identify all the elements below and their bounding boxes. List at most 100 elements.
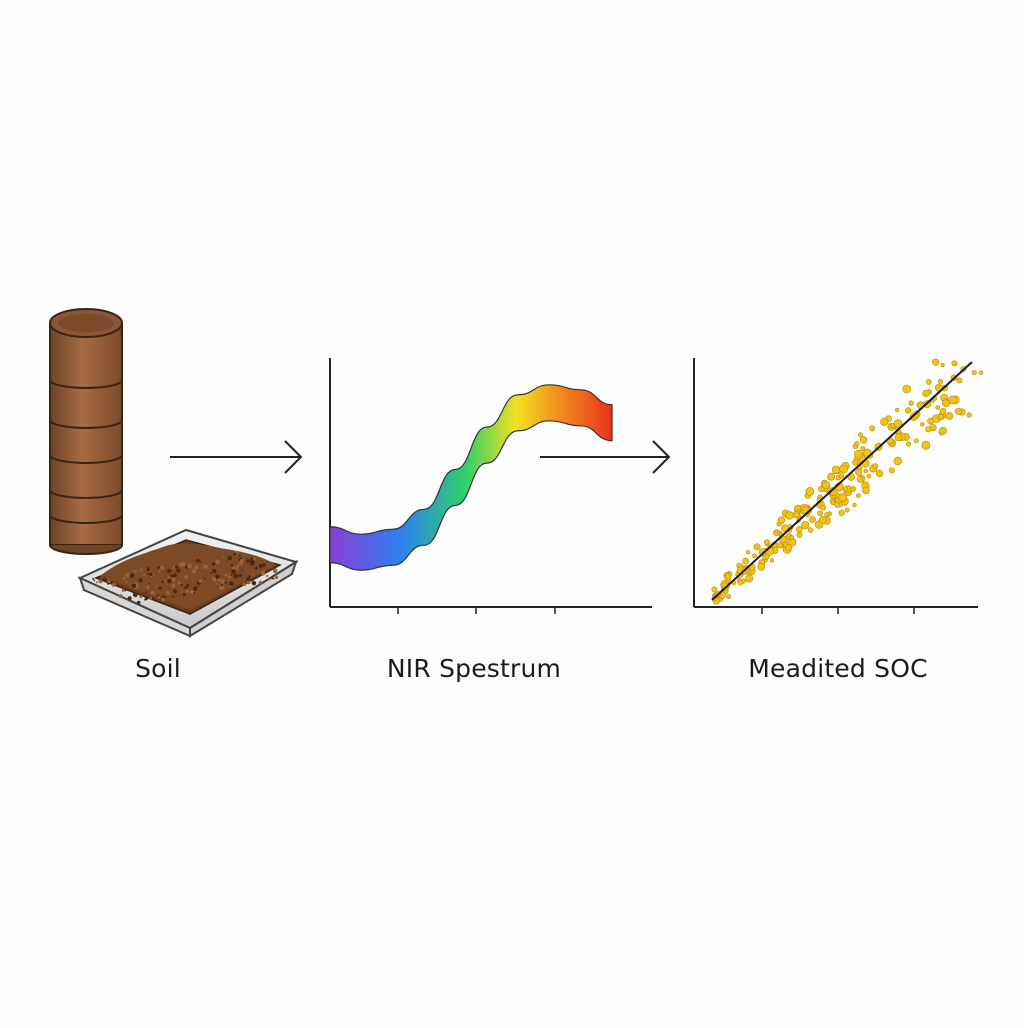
scatter-point: [905, 407, 912, 414]
scatter-point: [935, 405, 941, 410]
soil-crumb: [221, 556, 224, 558]
scatter-point: [742, 557, 749, 565]
soil-crumb: [203, 564, 208, 569]
soil-crumb: [146, 567, 150, 572]
scatter-point: [971, 370, 977, 376]
soil-crumb: [125, 573, 130, 578]
soil-crumb: [146, 585, 150, 589]
soil-crumb: [157, 595, 161, 599]
scatter-point: [820, 505, 826, 511]
scatter-point: [908, 400, 914, 406]
soil-crumb: [124, 589, 127, 592]
scatter-point: [939, 407, 947, 415]
soil-crumb: [258, 564, 263, 568]
scatter-point: [842, 486, 849, 493]
soil-crumb: [227, 575, 232, 579]
soil-crumb: [238, 573, 242, 578]
scatter-point: [792, 511, 800, 519]
scatter-point: [951, 360, 958, 367]
soil-crumb: [167, 568, 172, 574]
soil-crumb: [212, 577, 217, 582]
scatter-point: [852, 502, 857, 508]
soil-crumb: [122, 577, 126, 580]
soil-crumb: [239, 558, 244, 563]
scatter-point: [894, 407, 900, 413]
scatter-point: [939, 426, 947, 435]
scatter-point: [737, 580, 743, 586]
soil-crumb: [199, 561, 202, 563]
soil-crumb: [221, 584, 224, 587]
soil-crumb: [195, 585, 198, 588]
spectrum-band: [329, 384, 613, 571]
scatter-point: [838, 509, 845, 516]
soil-crumb: [132, 592, 137, 597]
scatter-point: [880, 417, 889, 427]
scatter-point: [925, 379, 932, 385]
soil-crumb: [166, 590, 170, 595]
scatter-point: [875, 469, 884, 478]
soil-crumb: [169, 574, 173, 578]
scatter-point: [966, 412, 972, 418]
scatter-point: [978, 370, 984, 375]
scatter-point: [817, 510, 823, 517]
scatter-point: [752, 553, 757, 559]
scatter-point: [920, 422, 925, 427]
soil-crumb: [186, 583, 190, 587]
label-soil: Soil: [135, 654, 181, 683]
scatter-point: [807, 527, 814, 533]
soil-crumb: [184, 586, 188, 590]
soil-crumb: [150, 590, 155, 595]
soil-crumb: [148, 582, 151, 584]
soil-crumb: [192, 586, 198, 592]
soil-crumb: [149, 572, 153, 577]
soil-crumb: [272, 568, 278, 574]
scatter-point: [954, 407, 962, 415]
soil-crumb: [191, 569, 196, 574]
scatter-point: [853, 449, 863, 459]
soil-crumb: [174, 565, 179, 569]
scatter-point: [831, 465, 841, 475]
soil-crumb: [262, 563, 266, 567]
scatter-point: [789, 535, 795, 541]
soil-crumb: [180, 583, 183, 587]
soil-crumb: [249, 561, 255, 566]
soil-crumb: [93, 579, 96, 582]
scatter-point: [894, 433, 903, 442]
soil-crumb: [252, 558, 255, 560]
soil-crumb: [156, 566, 160, 569]
soil-crumb: [229, 585, 231, 588]
soil-crumb: [224, 581, 227, 584]
soil-crumb: [127, 596, 132, 601]
scatter-point: [862, 486, 870, 495]
soil-crumb: [246, 559, 250, 563]
scatter-point: [785, 544, 793, 551]
soil-crumb: [236, 568, 239, 571]
scatter-point: [859, 436, 868, 444]
soil-crumb: [111, 582, 116, 587]
scatter-point: [777, 516, 786, 524]
scatter-point: [902, 384, 912, 394]
soil-crumb: [217, 578, 221, 582]
soil-crumb: [129, 573, 135, 578]
soil-crumb: [121, 588, 125, 592]
soil-crumb: [167, 578, 172, 584]
soil-crumb: [177, 581, 181, 585]
soil-crumb: [172, 595, 175, 598]
scatter-point: [863, 468, 869, 474]
scatter-point: [830, 500, 836, 505]
soil-crumb: [242, 557, 245, 560]
soil-core-icon: [49, 308, 123, 555]
scatter-point: [745, 574, 754, 583]
soil-crumb: [144, 597, 148, 601]
soil-crumb: [149, 596, 153, 600]
scatter-point: [838, 473, 845, 479]
scatter-point: [948, 395, 957, 405]
soil-crumb: [145, 591, 148, 594]
soil-crumb: [143, 573, 146, 577]
scatter-point: [795, 526, 803, 533]
soil-crumb: [181, 590, 184, 593]
scatter-point: [776, 542, 783, 549]
soil-crumb: [238, 554, 241, 557]
soil-crumb: [168, 575, 171, 579]
soil-crumb: [107, 579, 111, 584]
